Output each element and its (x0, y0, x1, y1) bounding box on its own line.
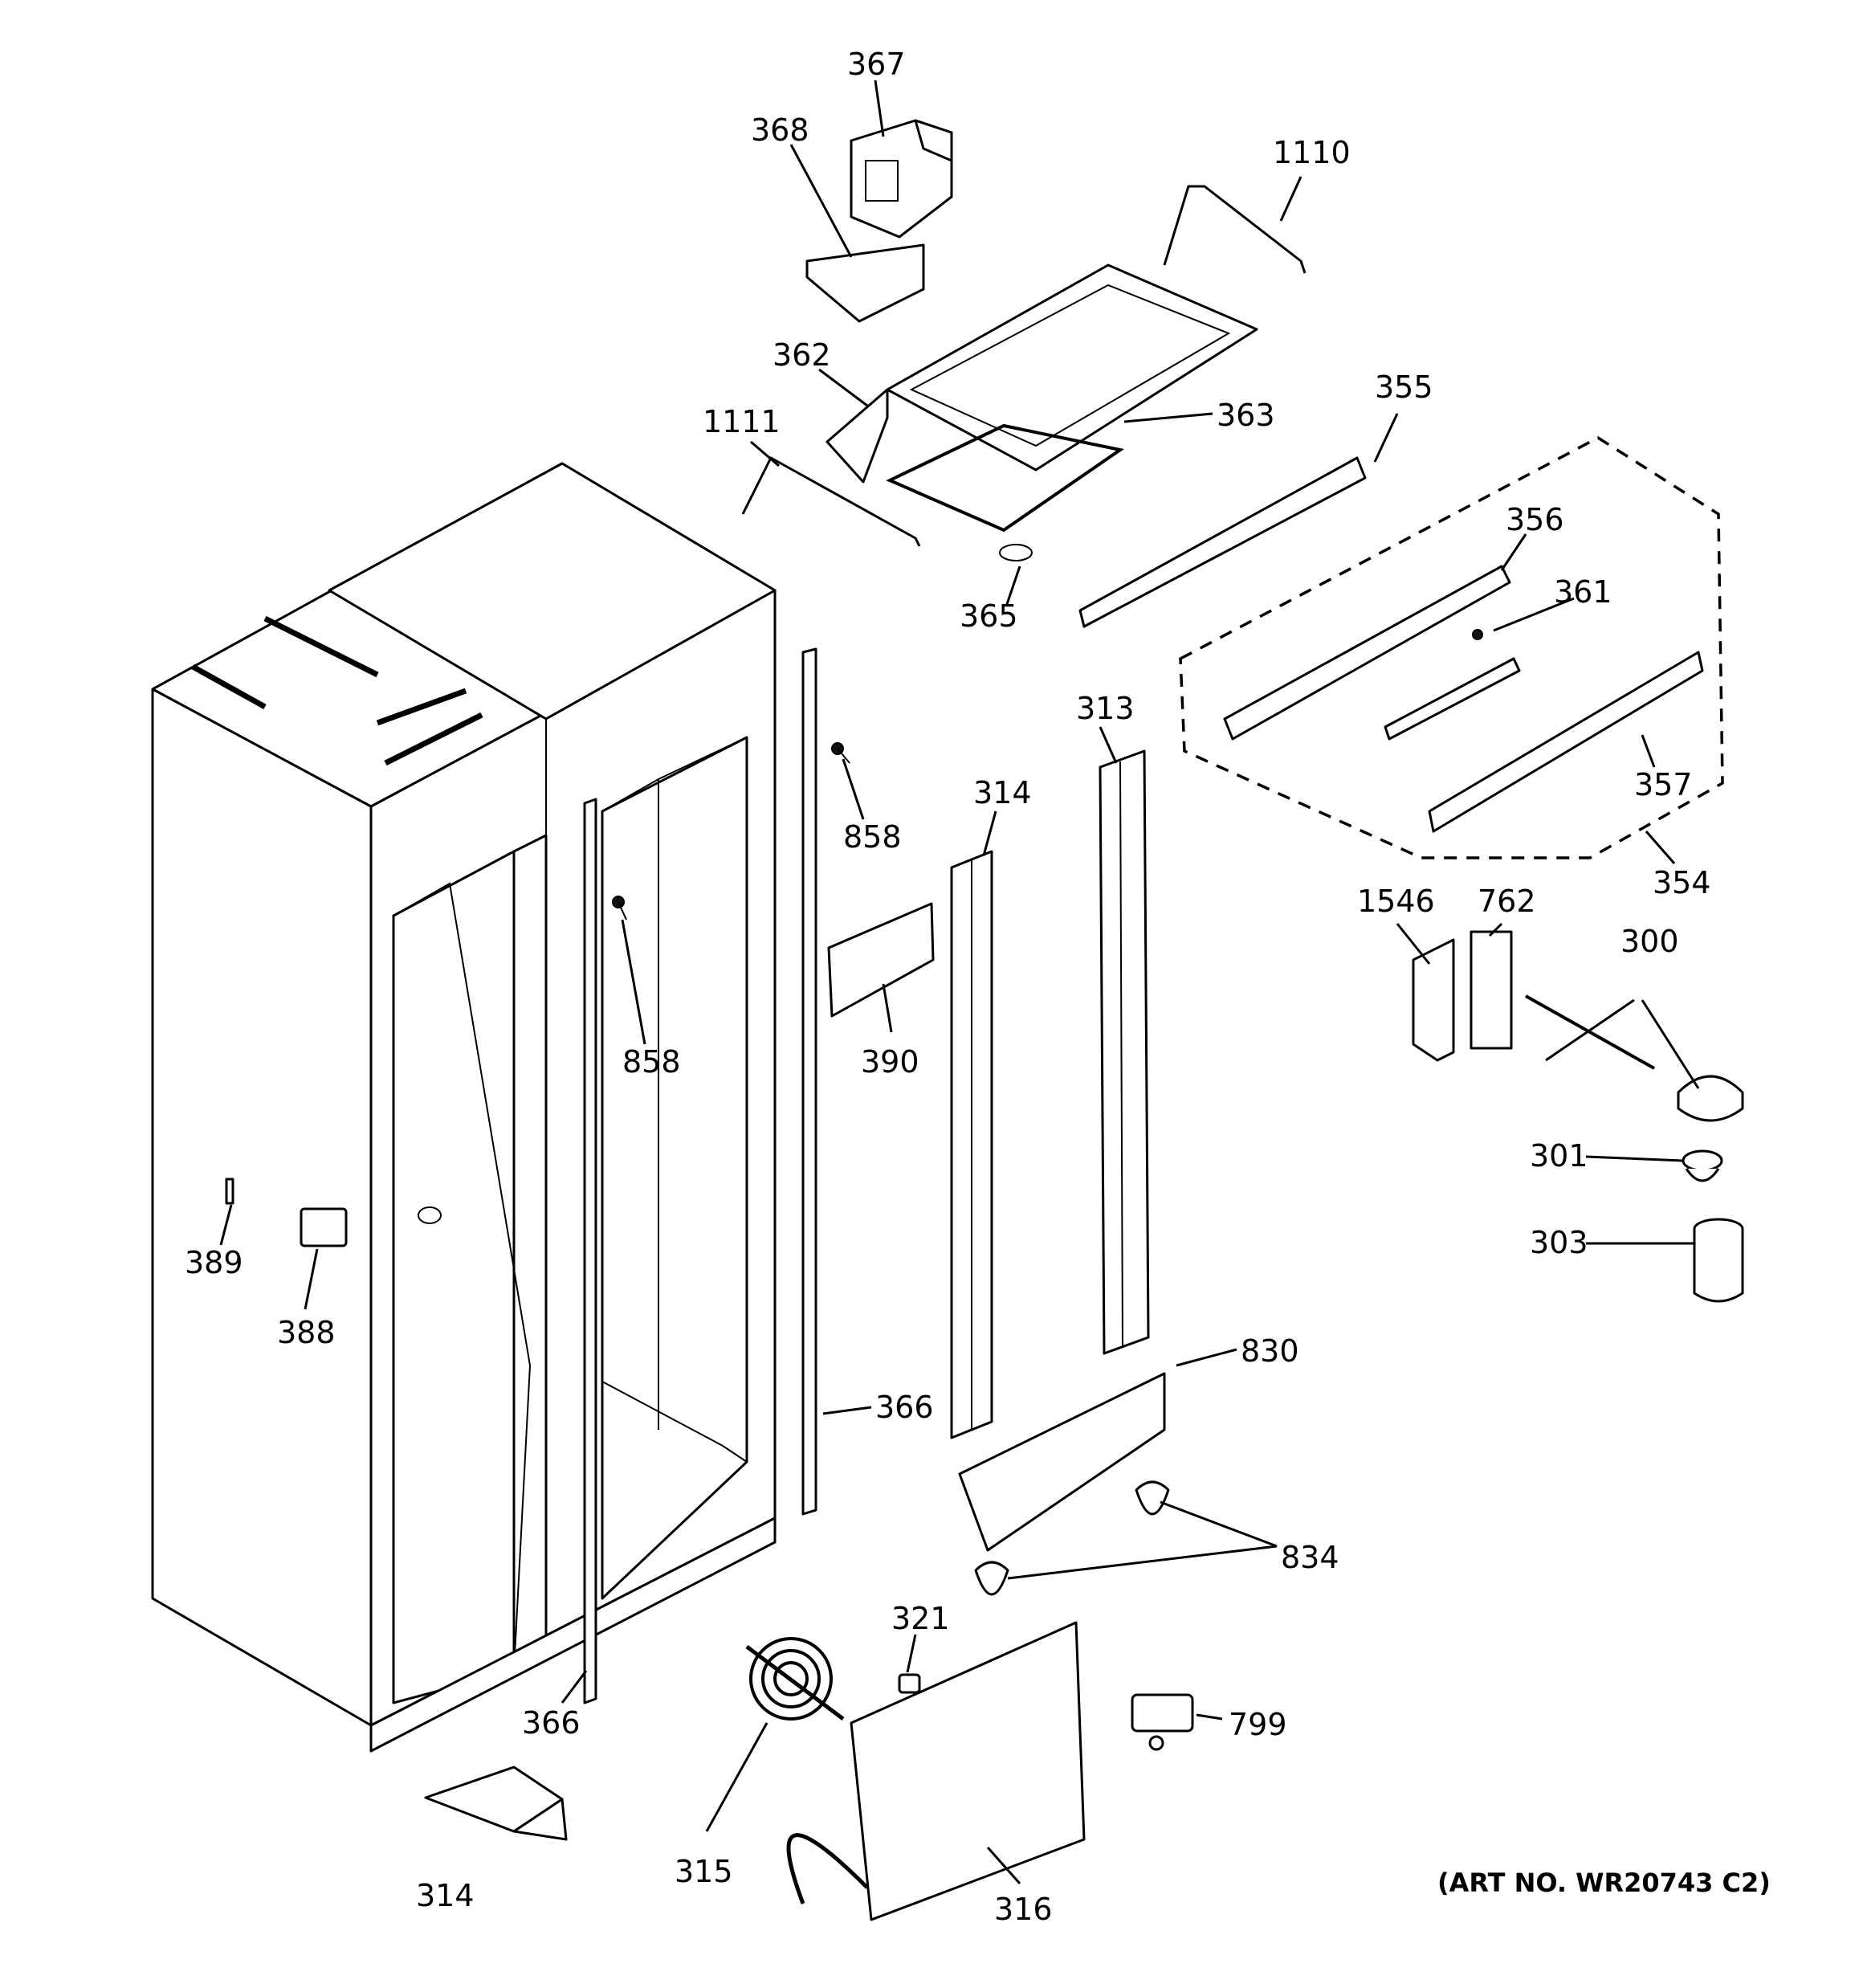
callout-363: 363 (1217, 398, 1275, 433)
callout-799: 799 (1229, 1707, 1287, 1742)
callout-313: 313 (1076, 691, 1135, 726)
group-354-boundary (1179, 435, 1724, 859)
callout-356: 356 (1506, 502, 1564, 537)
callout-365: 365 (960, 598, 1018, 634)
callout-834: 834 (1281, 1540, 1339, 1575)
callout-362: 362 (773, 337, 831, 373)
part-357-control-panel (1428, 651, 1704, 833)
callout-388: 388 (277, 1315, 336, 1350)
callout-1110: 1110 (1273, 135, 1351, 170)
callout-314-bottom: 314 (416, 1878, 475, 1913)
part-316-panel (786, 1621, 1086, 1921)
part-356-board (1384, 657, 1521, 741)
part-300-valve-assembly (1525, 994, 1744, 1122)
part-389 (225, 1178, 234, 1205)
callout-301: 301 (1530, 1138, 1588, 1174)
part-799-valve (1131, 1693, 1194, 1751)
part-1110-bracket (1163, 185, 1307, 274)
callout-368: 368 (751, 112, 809, 148)
callout-1546: 1546 (1357, 884, 1435, 919)
part-1546-bracket (1412, 938, 1455, 1062)
callout-830: 830 (1241, 1333, 1299, 1369)
callout-314-upright: 314 (973, 775, 1032, 810)
callout-390: 390 (861, 1044, 919, 1080)
part-313-upright (1099, 749, 1150, 1355)
callout-858-right: 858 (843, 819, 902, 855)
part-355-rail (1078, 456, 1367, 628)
part-365-clip (999, 544, 1033, 561)
callout-315: 315 (675, 1854, 733, 1889)
art-number: (ART NO. WR20743 C2) (1437, 1868, 1771, 1898)
part-301-cap (1682, 1149, 1723, 1182)
part-314-bottom-bracket (424, 1766, 568, 1841)
callout-361: 361 (1554, 574, 1612, 610)
refrigerator-cabinet-case (151, 462, 777, 1753)
part-303-filter (1693, 1218, 1744, 1303)
part-367-control-housing (850, 119, 953, 239)
callout-762: 762 (1478, 884, 1536, 919)
callout-357: 357 (1634, 767, 1693, 802)
callout-1111: 1111 (703, 404, 781, 439)
part-362-top-cover (826, 263, 1258, 484)
callout-labels: 367 368 1110 362 363 1111 355 356 361 36… (185, 47, 1771, 1927)
part-314-upright (950, 850, 993, 1439)
part-368-cover (805, 243, 925, 323)
part-366-front-trim (583, 798, 597, 1704)
callout-303: 303 (1530, 1225, 1588, 1260)
callout-316: 316 (994, 1892, 1053, 1927)
callout-389: 389 (185, 1245, 243, 1280)
part-361-screw (1472, 629, 1483, 640)
part-321-fitting (898, 1673, 921, 1694)
part-834-bumpers (974, 1480, 1170, 1596)
callout-321: 321 (891, 1601, 950, 1636)
part-388-bracket (300, 1207, 348, 1247)
callout-354: 354 (1653, 865, 1711, 900)
part-1111-bracket (741, 456, 921, 547)
part-366-hinge-strip (801, 647, 817, 1516)
callout-858-left: 858 (622, 1044, 681, 1080)
callout-300: 300 (1620, 924, 1679, 959)
callout-367: 367 (847, 47, 906, 82)
callout-366-bottom: 366 (522, 1705, 581, 1741)
leader-lines (219, 80, 1700, 1884)
screw-858-right (831, 742, 850, 764)
part-830-bracket (958, 1372, 1166, 1552)
callout-366-right: 366 (875, 1390, 934, 1425)
screw-858-left (612, 896, 627, 921)
part-315-coil (745, 1637, 845, 1721)
part-363-gasket (886, 423, 1124, 533)
part-390-hinge-plate (827, 902, 935, 1018)
part-356-control-housing (1223, 565, 1511, 741)
callout-355: 355 (1375, 369, 1433, 405)
part-762-block (1470, 930, 1513, 1050)
